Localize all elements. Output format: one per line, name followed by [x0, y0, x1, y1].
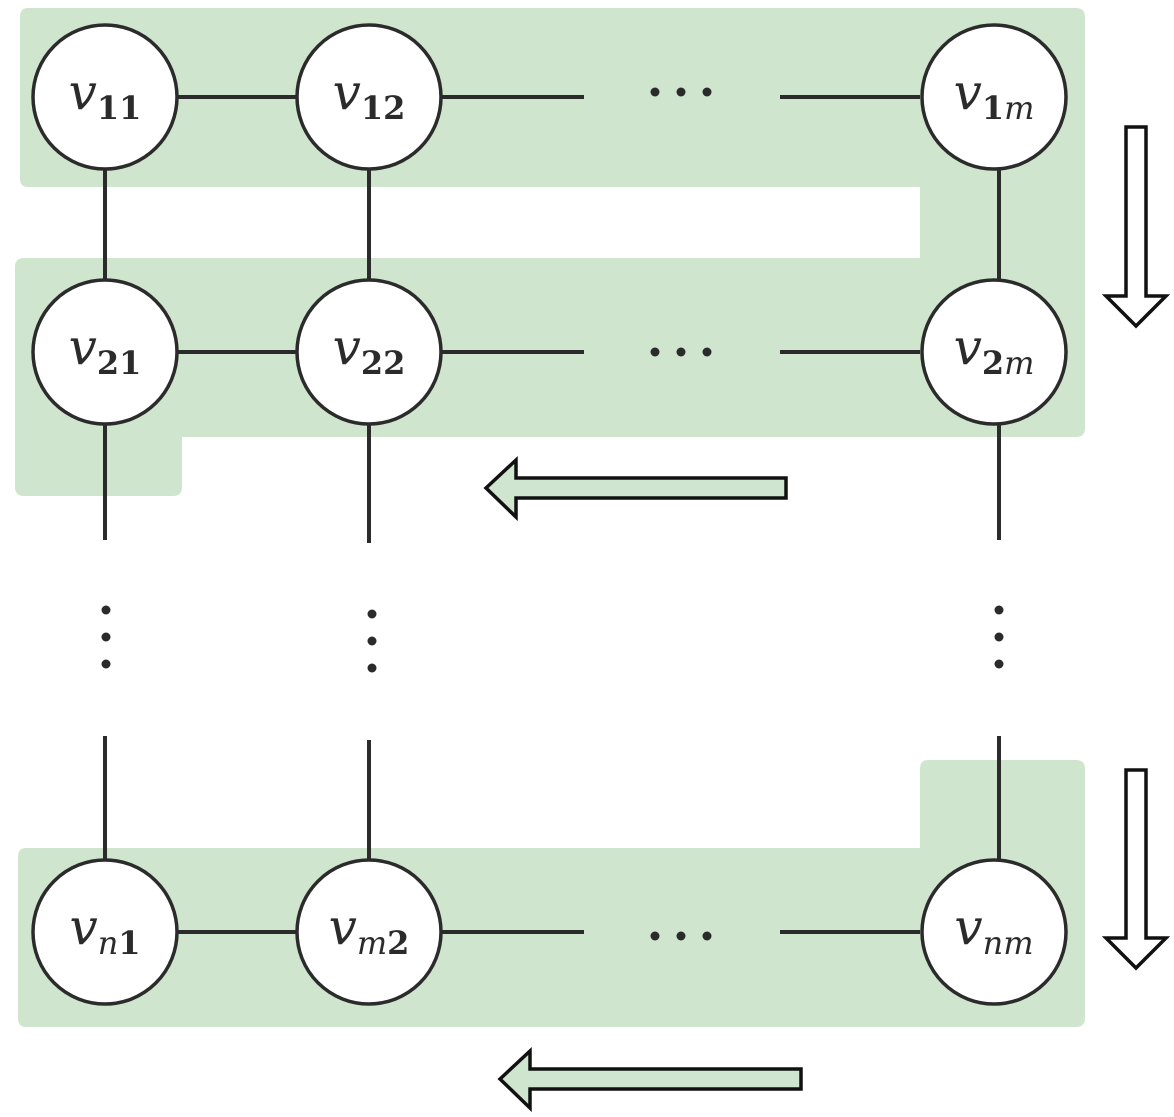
region-row-2 [15, 258, 1085, 496]
node-circle [31, 278, 179, 426]
graph-node: vnm [920, 858, 1068, 1006]
graph-node: v22 [295, 278, 443, 426]
node-circle [920, 23, 1068, 171]
vdots-col-2 [367, 609, 377, 673]
grid-edges [103, 95, 1001, 934]
node-label: v2m [954, 318, 1035, 382]
node-label: v11 [69, 63, 142, 127]
node-circle [295, 278, 443, 426]
traversal-regions [15, 8, 1085, 1027]
node-label: v22 [333, 318, 406, 382]
vdots-col-1 [101, 605, 111, 669]
ellipsis-dots [101, 87, 1004, 941]
graph-node: v11 [31, 23, 179, 171]
down-arrow-icon [1101, 768, 1171, 971]
graph-node: vn1 [31, 858, 179, 1006]
node-label: v1m [954, 63, 1035, 127]
node-label: vn1 [69, 898, 140, 962]
left-arrow-icon [483, 455, 788, 522]
graph-node: v2m [920, 278, 1068, 426]
node-label: vnm [954, 898, 1033, 962]
region-row-n [18, 760, 1085, 1027]
left-arrow-icon [497, 1046, 803, 1113]
graph-node: v12 [295, 23, 443, 171]
node-circle [920, 858, 1068, 1006]
node-circle [31, 23, 179, 171]
graph-node: v21 [31, 278, 179, 426]
graph-node: v1m [920, 23, 1068, 171]
node-circle [295, 858, 443, 1006]
hdots-row-n [650, 931, 712, 941]
hdots-row-1 [650, 87, 712, 97]
node-circle [295, 23, 443, 171]
vdots-col-m [994, 605, 1004, 669]
node-circle [31, 858, 179, 1006]
direction-arrows [483, 125, 1171, 1113]
region-row-1-and-connector [20, 8, 1085, 277]
graph-node: vm2 [295, 858, 443, 1006]
node-label: vm2 [329, 898, 410, 962]
grid-nodes: v11 v12 v1m v21 v22 v2m vn1 vm2 vnm [31, 23, 1068, 1006]
node-label: v12 [333, 63, 406, 127]
down-arrow-icon [1101, 125, 1171, 329]
node-label: v21 [69, 318, 142, 382]
node-circle [920, 278, 1068, 426]
hdots-row-2 [650, 347, 712, 357]
